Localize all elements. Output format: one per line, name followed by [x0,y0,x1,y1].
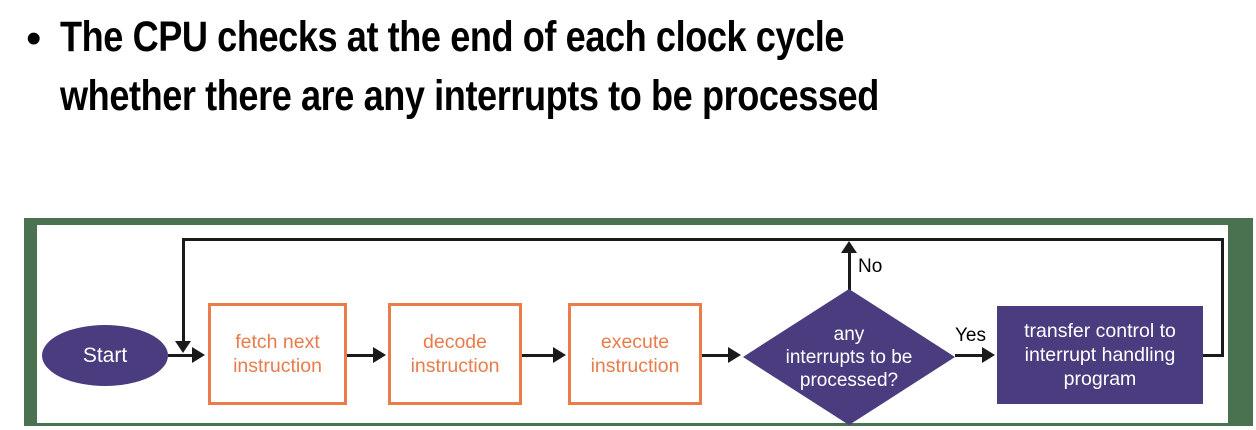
bullet-icon: • [26,14,42,63]
step-decode-instruction: decode instruction [388,303,522,405]
arrowhead-fetch-to-decode-icon [373,347,386,363]
arrowhead-decision-yes-icon [982,347,995,363]
connector-decode-to-execute [522,354,555,357]
title-line-2: whether there are any interrupts to be p… [60,72,879,120]
connector-execute-to-decision [702,354,730,357]
step-execute-instruction: execute instruction [568,303,702,405]
connector-feedback-left-drop [182,238,185,341]
connector-fetch-to-decode [347,354,375,357]
connector-feedback-top [182,238,1224,241]
connector-action-out [1203,354,1223,357]
arrowhead-decode-to-execute-icon [553,347,566,363]
page-title: The CPU checks at the end of each clock … [60,8,879,126]
arrowhead-decision-no-icon [841,241,857,253]
title-line-1: The CPU checks at the end of each clock … [60,13,845,61]
action-transfer-control: transfer control to interrupt handling p… [997,306,1203,404]
connector-decision-yes [955,354,984,357]
arrowhead-start-to-fetch-icon [192,347,205,363]
step-fetch-instruction: fetch next instruction [208,303,347,405]
connector-feedback-right-vertical [1221,238,1224,357]
edge-label-no: No [858,256,883,277]
edge-label-yes: Yes [955,325,986,346]
start-node: Start [42,325,168,386]
arrowhead-feedback-down-icon [175,341,191,353]
connector-decision-no [848,252,851,290]
connector-start-to-fetch [168,354,194,357]
arrowhead-execute-to-decision-icon [728,347,741,363]
